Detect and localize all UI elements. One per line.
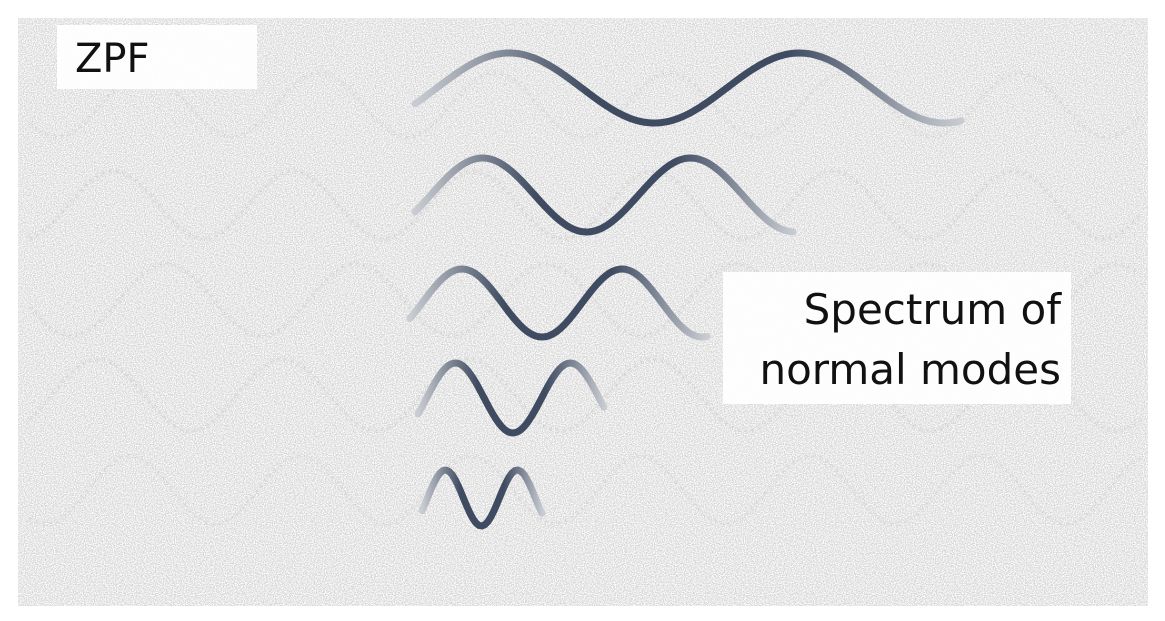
- normal-mode-wave-4: [414, 359, 608, 437]
- zpf-label: ZPF: [75, 36, 150, 82]
- normal-modes-group: [406, 49, 965, 530]
- normal-mode-wave-3: [406, 265, 711, 341]
- normal-mode-wave-2: [411, 154, 797, 236]
- spectrum-label-box: Spectrum of normal modes: [723, 272, 1071, 404]
- zpf-label-box: ZPF: [57, 25, 257, 89]
- spectrum-label-line-2: normal modes: [759, 345, 1061, 394]
- spectrum-label-line-1: Spectrum of: [803, 285, 1061, 334]
- normal-mode-wave-1: [411, 49, 965, 127]
- normal-mode-wave-5: [418, 466, 546, 530]
- spectrum-label: Spectrum of normal modes: [759, 280, 1061, 400]
